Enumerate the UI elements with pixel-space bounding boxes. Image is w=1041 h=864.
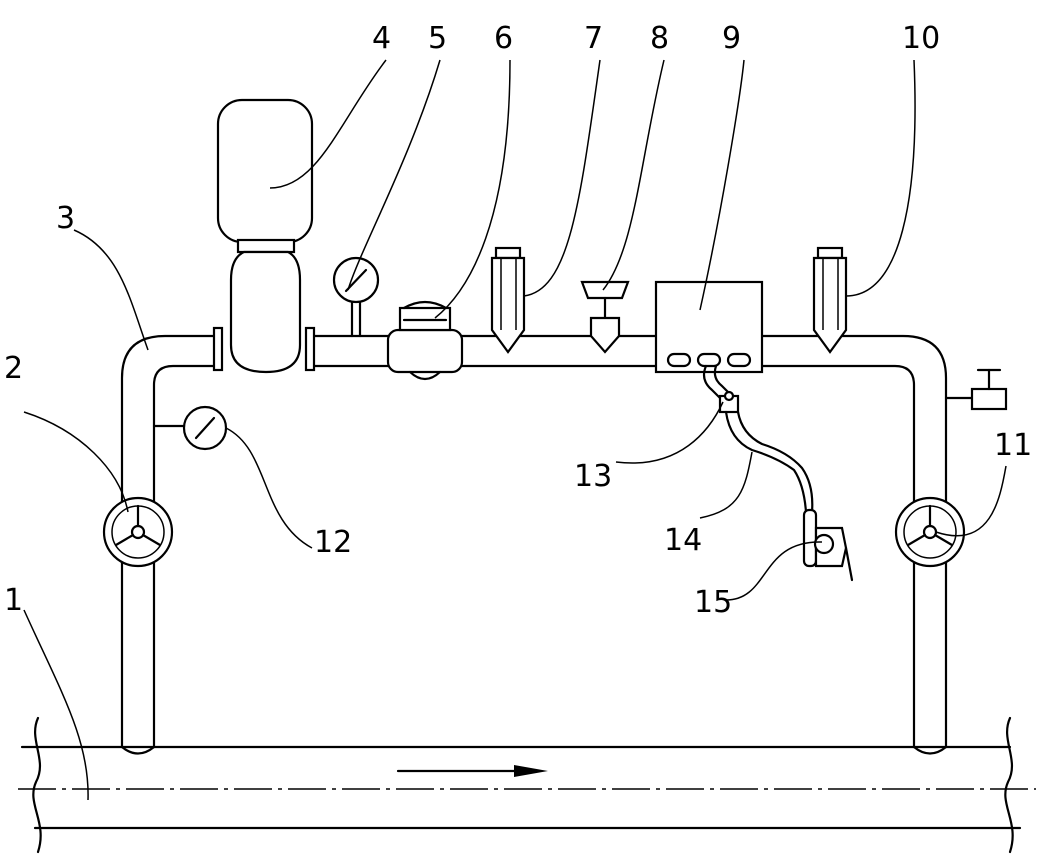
pressure-gauge-upper (332, 256, 380, 338)
label-7: 7 (584, 21, 603, 56)
filter-vessel (216, 98, 314, 374)
label-8: 8 (650, 21, 669, 56)
sampling-assembly (702, 364, 854, 582)
label-13: 13 (574, 459, 612, 494)
gate-valve-right (894, 496, 966, 568)
gate-valve-left (102, 496, 174, 568)
label-6: 6 (494, 21, 513, 56)
bypass-pipe (120, 334, 948, 755)
label-9: 9 (722, 21, 741, 56)
label-15: 15 (694, 585, 732, 620)
check-valve (386, 300, 464, 381)
label-5: 5 (428, 21, 447, 56)
dosing-funnel (580, 280, 630, 354)
pipe-flanges (212, 326, 316, 372)
label-4: 4 (372, 21, 391, 56)
label-3: 3 (56, 201, 75, 236)
label-14: 14 (664, 523, 702, 558)
flow-direction-arrow (396, 765, 548, 777)
air-release-valve-right (812, 246, 848, 354)
leader-lines (23, 59, 1007, 801)
side-outlet-valve (944, 368, 1008, 411)
label-2: 2 (4, 351, 23, 386)
control-box (654, 280, 764, 374)
label-1: 1 (4, 583, 23, 618)
air-release-valve-left (490, 246, 526, 354)
part-labels: 1 2 3 4 5 6 7 8 9 10 11 12 13 14 15 (4, 21, 1032, 620)
label-12: 12 (314, 525, 352, 560)
pressure-gauge-lower (152, 405, 228, 451)
label-10: 10 (902, 21, 940, 56)
label-11: 11 (994, 428, 1032, 463)
main-pipeline (18, 716, 1036, 854)
